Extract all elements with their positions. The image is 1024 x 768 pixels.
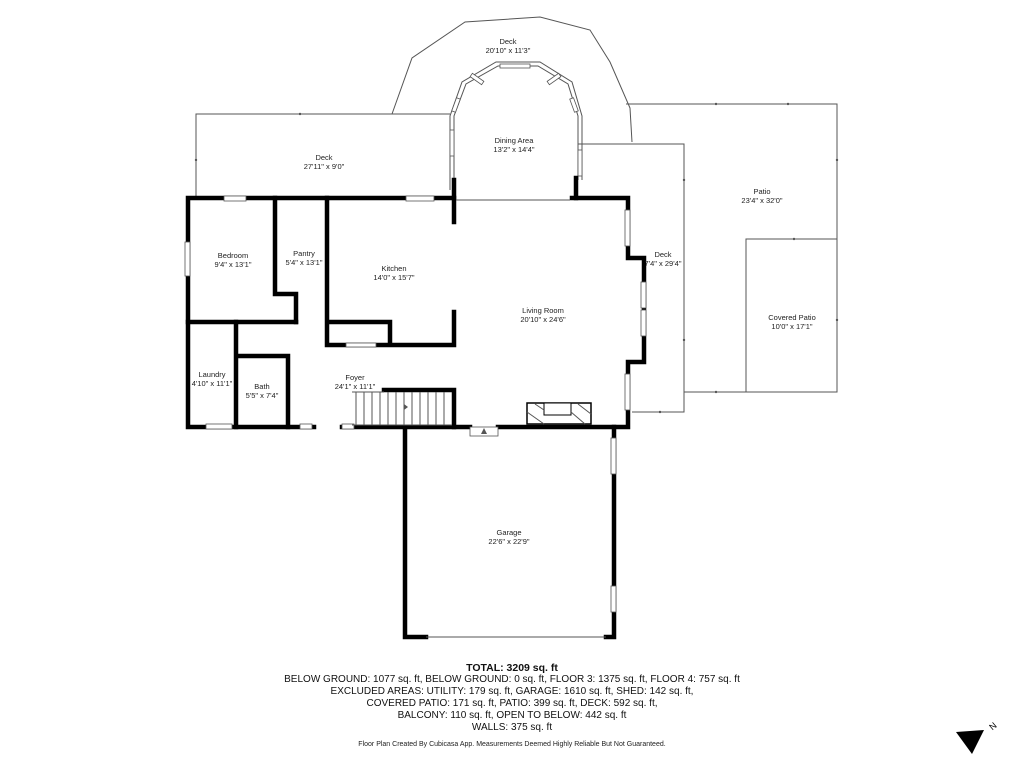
deck-top-dims: 20'10" x 11'3" bbox=[486, 46, 531, 55]
windows bbox=[184, 195, 647, 613]
bedroom-dims: 9'4" x 13'1" bbox=[215, 260, 252, 269]
laundry-dims: 4'10" x 11'1" bbox=[192, 379, 233, 388]
foyer-name: Foyer bbox=[345, 373, 365, 382]
bath-name: Bath bbox=[254, 382, 269, 391]
covered-patio-outline bbox=[745, 238, 838, 393]
garage-walls bbox=[402, 424, 617, 640]
deck-left-dims: 27'11" x 9'0" bbox=[304, 162, 345, 171]
deck-left-name: Deck bbox=[315, 153, 332, 162]
summary-line-5: WALLS: 375 sq. ft bbox=[471, 722, 553, 733]
garage-name: Garage bbox=[496, 528, 521, 537]
dining-bay bbox=[449, 61, 583, 190]
summary-line-4: BALCONY: 110 sq. ft, OPEN TO BELOW: 442 … bbox=[397, 710, 627, 721]
north-arrow-shape bbox=[956, 730, 984, 754]
summary-line-3: COVERED PATIO: 171 sq. ft, PATIO: 399 sq… bbox=[366, 698, 658, 709]
interior-walls bbox=[185, 175, 647, 640]
summary-line-1: BELOW GROUND: 1077 sq. ft, BELOW GROUND:… bbox=[284, 674, 740, 685]
foyer-dims: 24'1" x 11'1" bbox=[335, 382, 376, 391]
pantry-name: Pantry bbox=[293, 249, 315, 258]
patio-name: Patio bbox=[753, 187, 770, 196]
patio-dims: 23'4" x 32'0" bbox=[741, 196, 782, 205]
kitchen-name: Kitchen bbox=[381, 264, 406, 273]
bath-dims: 5'5" x 7'4" bbox=[246, 391, 279, 400]
deck-top-outline bbox=[391, 16, 633, 143]
dining-dims: 13'2" x 14'4" bbox=[493, 145, 534, 154]
bedroom-name: Bedroom bbox=[218, 251, 248, 260]
deck-left-outline bbox=[195, 113, 450, 196]
fireplace bbox=[526, 402, 592, 425]
deck-right-dims: 7'4" x 29'4" bbox=[645, 259, 682, 268]
covered-patio-dims: 10'0" x 17'1" bbox=[771, 322, 812, 331]
deck-right-name: Deck bbox=[654, 250, 671, 259]
stairs bbox=[352, 391, 452, 426]
living-name: Living Room bbox=[522, 306, 564, 315]
dining-name: Dining Area bbox=[495, 136, 535, 145]
room-labels: Deck 20'10" x 11'3" Deck 27'11" x 9'0" D… bbox=[192, 37, 816, 546]
covered-patio-name: Covered Patio bbox=[768, 313, 816, 322]
summary-line-2: EXCLUDED AREAS: UTILITY: 179 sq. ft, GAR… bbox=[330, 686, 694, 697]
living-dims: 20'10" x 24'6" bbox=[520, 315, 566, 324]
kitchen-dims: 14'0" x 15'7" bbox=[373, 273, 414, 282]
compass-letter: N bbox=[987, 720, 998, 732]
disclaimer: Floor Plan Created By Cubicasa App. Meas… bbox=[358, 741, 666, 748]
deck-right-outline bbox=[578, 143, 685, 413]
outdoor-outlines bbox=[194, 16, 839, 414]
area-summary: TOTAL: 3209 sq. ft BELOW GROUND: 1077 sq… bbox=[0, 662, 1024, 734]
deck-top-name: Deck bbox=[499, 37, 516, 46]
pantry-dims: 5'4" x 13'1" bbox=[286, 258, 323, 267]
total-area: TOTAL: 3209 sq. ft bbox=[466, 662, 558, 674]
entry-step bbox=[469, 426, 499, 437]
north-arrow-icon: N bbox=[956, 720, 999, 754]
patio-outline bbox=[626, 103, 838, 393]
floor-plan: Deck 20'10" x 11'3" Deck 27'11" x 9'0" D… bbox=[184, 16, 839, 640]
laundry-name: Laundry bbox=[198, 370, 225, 379]
garage-dims: 22'6" x 22'9" bbox=[488, 537, 529, 546]
